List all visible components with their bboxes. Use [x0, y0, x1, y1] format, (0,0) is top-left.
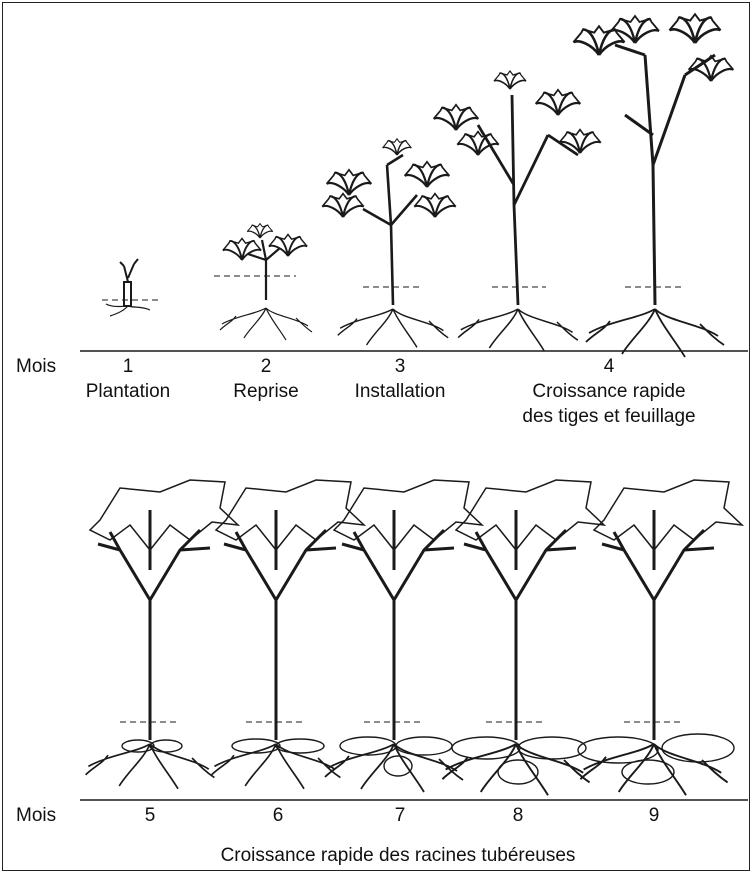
bottom-caption: Croissance rapide des racines tubéreuses — [220, 845, 576, 866]
stage-4-name: Croissance rapide — [532, 381, 686, 402]
top-row-label: Mois — [16, 356, 57, 377]
plant-month-4b — [572, 12, 735, 358]
stage-2-name: Reprise — [233, 381, 299, 402]
month-7: 7 — [394, 805, 406, 826]
plant-month-6 — [210, 478, 366, 790]
month-5: 5 — [144, 805, 156, 826]
plant-month-1 — [102, 258, 158, 317]
plant-month-4a — [432, 70, 602, 352]
month-8: 8 — [512, 805, 524, 826]
month-9: 9 — [648, 805, 660, 826]
stage-4-name-line2: des tiges et feuillage — [522, 406, 696, 427]
stage-4-month: 4 — [603, 356, 615, 377]
stage-3-month: 3 — [394, 356, 406, 377]
plant-month-3 — [321, 138, 457, 349]
plant-month-9 — [577, 478, 744, 797]
bottom-row-label: Mois — [16, 805, 57, 826]
plant-month-2 — [214, 222, 313, 341]
month-6: 6 — [272, 805, 284, 826]
stage-3-name: Installation — [354, 381, 446, 402]
plant-month-5 — [84, 478, 240, 790]
plant-month-8 — [441, 478, 606, 797]
stage-1-name: Plantation — [85, 381, 171, 402]
stage-1-month: 1 — [122, 356, 134, 377]
stage-2-month: 2 — [260, 356, 272, 377]
